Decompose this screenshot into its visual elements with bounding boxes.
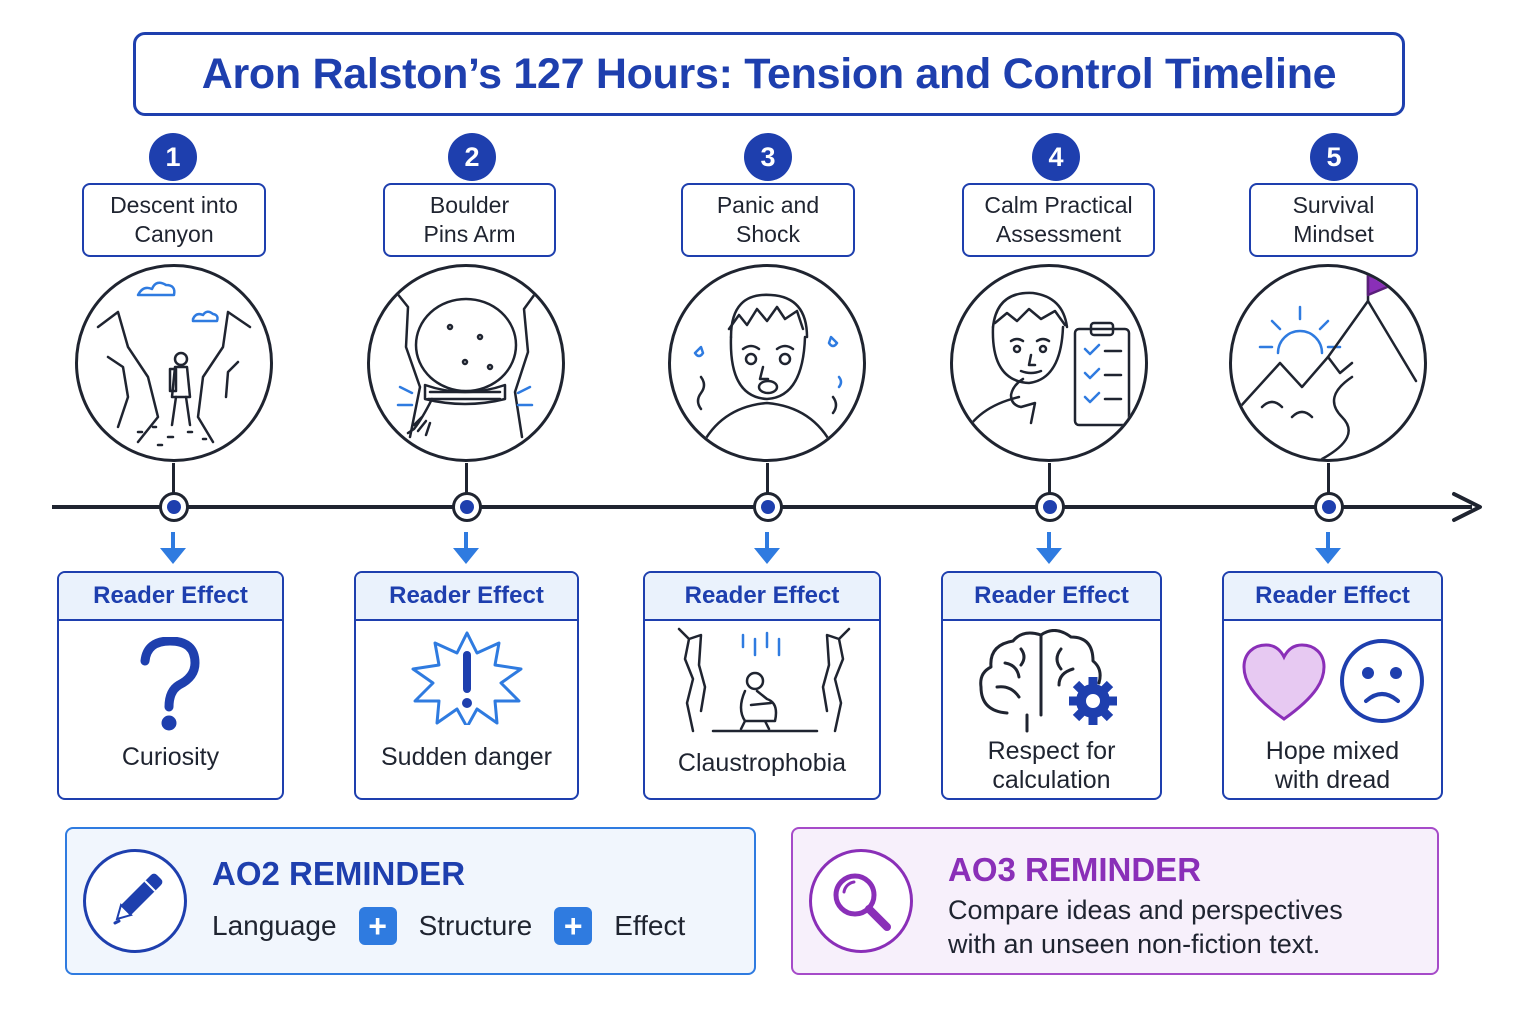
stage-2-connector: [465, 463, 468, 503]
stage-4-label: Calm Practical Assessment: [962, 183, 1155, 257]
timeline-node-3: [753, 492, 783, 522]
reader-effect-header: Reader Effect: [1224, 573, 1441, 621]
stage-3-number: 3: [744, 133, 792, 181]
panicked-face-illustration: [668, 264, 866, 462]
ao2-item-effect: Effect: [614, 910, 686, 941]
reader-effect-header: Reader Effect: [59, 573, 282, 621]
boulder-arm-illustration: [367, 264, 565, 462]
timeline-arrowhead-icon: [1452, 492, 1482, 522]
reader-effect-text: Sudden danger: [381, 743, 552, 771]
reader-effect-text: Hope mixed with dread: [1265, 737, 1400, 794]
thinking-checklist-illustration: [950, 264, 1148, 462]
stage-1-connector: [172, 463, 175, 503]
timeline-node-1: [159, 492, 189, 522]
page-title: Aron Ralston’s 127 Hours: Tension and Co…: [133, 32, 1405, 116]
ao3-reminder-panel: AO3 REMINDER Compare ideas and perspecti…: [791, 827, 1439, 975]
down-arrow-icon: [160, 532, 186, 564]
timeline-node-4: [1035, 492, 1065, 522]
stage-1-number: 1: [149, 133, 197, 181]
stage-5-number: 5: [1310, 133, 1358, 181]
sad-face-icon: [1340, 639, 1424, 723]
reader-effect-card-4: Reader Effect Respect for calculation: [941, 571, 1162, 800]
heart-icon: [1242, 643, 1326, 721]
reader-effect-card-1: Reader Effect Curiosity: [57, 571, 284, 800]
sunrise-mountain-illustration: [1229, 264, 1427, 462]
reader-effect-header: Reader Effect: [356, 573, 577, 621]
reader-effect-header: Reader Effect: [645, 573, 879, 621]
plus-icon: +: [358, 907, 397, 945]
stage-4-number: 4: [1032, 133, 1080, 181]
stage-4-connector: [1048, 463, 1051, 503]
stage-2-label: Boulder Pins Arm: [383, 183, 556, 257]
ao2-title: AO2 REMINDER: [212, 855, 466, 892]
ao3-body: Compare ideas and perspectives with an u…: [948, 895, 1343, 959]
reader-effect-text: Respect for calculation: [987, 737, 1116, 794]
down-arrow-icon: [453, 532, 479, 564]
down-arrow-icon: [754, 532, 780, 564]
timeline-node-2: [452, 492, 482, 522]
reader-effect-text: Curiosity: [121, 743, 220, 771]
down-arrow-icon: [1036, 532, 1062, 564]
down-arrow-icon: [1315, 532, 1341, 564]
ao3-title: AO3 REMINDER: [948, 851, 1202, 888]
exclamation-burst-icon: [411, 631, 523, 725]
question-mark-icon: [140, 637, 200, 731]
pencil-icon: [83, 849, 187, 953]
stage-5-label: Survival Mindset: [1249, 183, 1418, 257]
stage-2-number: 2: [448, 133, 496, 181]
reader-effect-card-5: Reader Effect Hope mixed with dread: [1222, 571, 1443, 800]
reader-effect-card-3: Reader Effect Claustrophobia: [643, 571, 881, 800]
reader-effect-card-2: Reader Effect Sudden danger: [354, 571, 579, 800]
magnifier-icon: [809, 849, 913, 953]
stage-5-connector: [1327, 463, 1330, 503]
stage-3-label: Panic and Shock: [681, 183, 855, 257]
trapped-figure-icon: [677, 627, 851, 733]
timeline-node-5: [1314, 492, 1344, 522]
canyon-hiker-illustration: [75, 264, 273, 462]
ao2-formula: Language + Structure + Effect: [212, 907, 685, 945]
ao2-reminder-panel: AO2 REMINDER Language + Structure + Effe…: [65, 827, 756, 975]
stage-3-connector: [766, 463, 769, 503]
stage-1-label: Descent into Canyon: [82, 183, 266, 257]
ao2-item-language: Language: [212, 910, 337, 941]
ao2-item-structure: Structure: [418, 910, 533, 941]
plus-icon: +: [554, 907, 593, 945]
brain-gear-icon: [979, 629, 1117, 733]
reader-effect-text: Claustrophobia: [677, 749, 847, 777]
reader-effect-header: Reader Effect: [943, 573, 1160, 621]
